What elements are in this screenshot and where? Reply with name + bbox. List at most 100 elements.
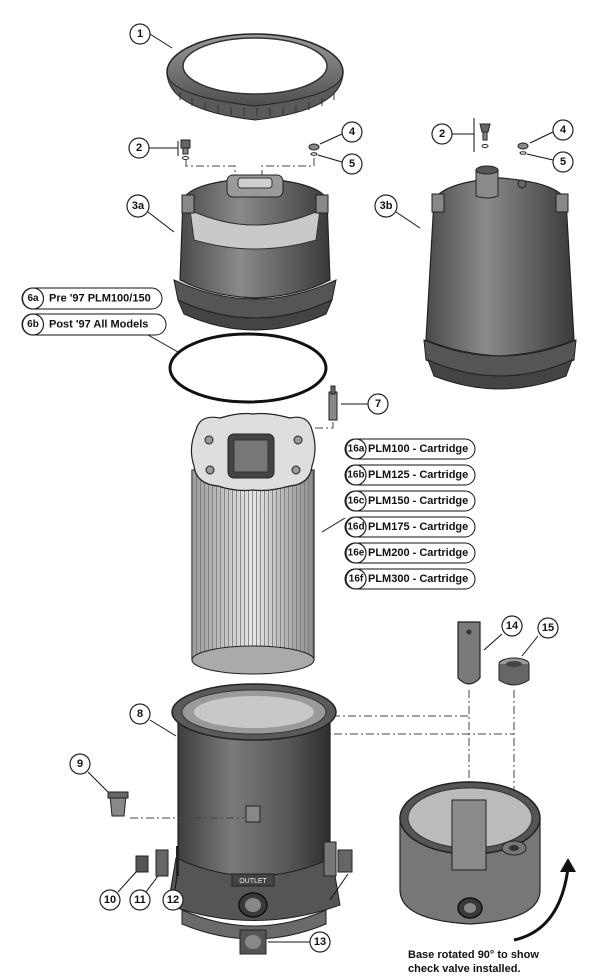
callout-4b: 4 [552,119,574,141]
rotated-base-view [399,781,541,925]
callout-3b: 3b [374,194,398,218]
svg-text:15: 15 [542,622,554,634]
dashline-4a-lid [261,158,315,175]
cartridge-label-16d: 16d PLM175 - Cartridge [344,516,476,538]
svg-text:16c: 16c [348,496,365,507]
svg-text:PLM125 - Cartridge: PLM125 - Cartridge [368,469,468,481]
leader-2b [452,118,475,152]
svg-text:PLM300 - Cartridge: PLM300 - Cartridge [368,573,468,585]
rotation-arrow-shaft [513,867,570,942]
callout-9: 9 [69,753,91,775]
svg-text:PLM175 - Cartridge: PLM175 - Cartridge [368,521,468,533]
cartridge-label-16c: 16c PLM150 - Cartridge [344,490,476,512]
callout-13: 13 [309,931,331,953]
leader-8 [149,719,177,737]
leader-1 [149,33,173,49]
svg-text:Base rotated 90° to show: Base rotated 90° to show [408,949,539,961]
leader-15 [521,635,539,657]
filter-cartridge [190,412,316,675]
leader-right-adapter [329,873,349,901]
cartridge-label-16e: 16e PLM200 - Cartridge [344,542,476,564]
leader-5b [526,153,554,161]
callout-4a: 4 [341,121,363,143]
svg-text:2: 2 [136,142,142,154]
svg-text:12: 12 [167,894,179,906]
svg-text:16b: 16b [347,470,364,481]
callout-5a: 5 [341,153,363,175]
rotated-base-caption: Base rotated 90° to show check valve ins… [408,949,539,975]
svg-text:5: 5 [349,158,355,170]
callout-14: 14 [501,615,523,637]
cartridge-label-16a: 16a PLM100 - Cartridge [344,438,476,460]
svg-text:9: 9 [77,758,83,770]
callout-8: 8 [129,703,151,725]
callout-12: 12 [162,889,184,911]
svg-text:16d: 16d [347,522,364,533]
gauge-plug-right [517,142,529,155]
callout-7: 7 [367,393,389,415]
svg-text:5: 5 [560,156,566,168]
filter-lid-3a [173,174,337,331]
callout-11: 11 [129,889,151,911]
leader-4b [529,131,554,144]
svg-text:11: 11 [134,894,146,906]
leader-16 [321,517,346,533]
diverter-part-14 [457,621,481,685]
leader-2a [149,141,179,156]
o-ring-label-6b: 6b Post '97 All Models [21,313,167,336]
leader-12 [174,875,178,891]
svg-text:13: 13 [314,936,326,948]
cartridge-label-16f: 16f PLM300 - Cartridge [344,568,476,590]
leader-3b [395,211,421,229]
union-fitting-13 [239,929,267,955]
check-valve-part-15 [498,657,530,686]
svg-text:16f: 16f [349,574,364,585]
leader-4a [319,133,343,145]
svg-text:PLM100 - Cartridge: PLM100 - Cartridge [368,443,468,455]
o-ring-part-12 [176,846,179,876]
cartridge-label-16b: 16b PLM125 - Cartridge [344,464,476,486]
adapter-part-right [337,849,353,873]
rotation-arrow-head [560,858,576,872]
drain-part-9 [107,791,129,817]
svg-text:Pre '97 PLM100/150: Pre '97 PLM100/150 [49,293,151,305]
callout-1: 1 [129,23,151,45]
air-bleed-pin [328,385,338,421]
dashline-2a-lid [185,160,236,175]
svg-text:4: 4 [349,126,356,138]
svg-text:3b: 3b [380,200,393,212]
callout-2a: 2 [128,137,150,159]
svg-text:16a: 16a [348,444,365,455]
svg-text:2: 2 [439,128,445,140]
leader-5a [317,154,343,163]
air-relief-valve-left [180,139,191,160]
svg-text:6b: 6b [27,319,39,330]
svg-text:OUTLET: OUTLET [239,878,267,885]
adapter-part-11 [155,849,169,877]
callout-5b: 5 [552,151,574,173]
o-ring-label-6a: 6a Pre '97 PLM100/150 [21,287,163,310]
gauge-plug-left [308,143,320,156]
svg-text:8: 8 [137,708,143,720]
svg-text:14: 14 [506,620,519,632]
callout-10: 10 [99,889,121,911]
svg-text:PLM150 - Cartridge: PLM150 - Cartridge [368,495,468,507]
svg-text:7: 7 [375,398,381,410]
svg-text:3a: 3a [132,200,145,212]
svg-text:4: 4 [560,124,567,136]
filter-lid-3b [423,165,577,390]
svg-text:6a: 6a [27,293,39,304]
svg-text:16e: 16e [348,548,365,559]
svg-text:1: 1 [137,28,143,40]
leader-14 [483,633,503,651]
locking-ring [166,33,344,121]
callout-2b: 2 [431,123,453,145]
leader-6b [147,334,179,353]
svg-text:PLM200 - Cartridge: PLM200 - Cartridge [368,547,468,559]
leader-10 [117,871,137,893]
adapter-part-10 [135,855,149,873]
callout-15: 15 [537,617,559,639]
o-ring [168,332,328,404]
leader-3a [147,211,175,233]
